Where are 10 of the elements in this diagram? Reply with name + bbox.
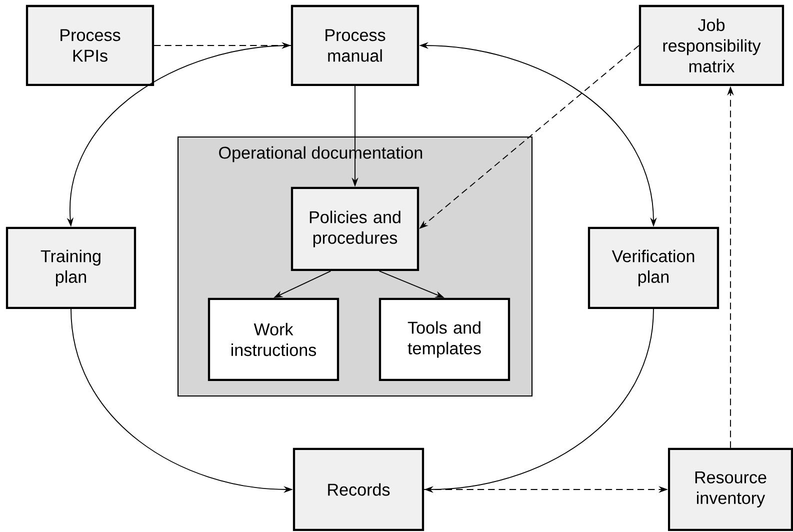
process-box: Records: [292, 448, 424, 532]
process-box: Resource inventory: [668, 448, 793, 532]
process-box: Job responsibility matrix: [638, 4, 784, 86]
process-box: Process manual: [290, 4, 420, 86]
process-box: Policies and procedures: [290, 186, 420, 272]
process-box: Training plan: [6, 226, 136, 310]
process-box: Verification plan: [588, 226, 720, 310]
document-box: Tools and templates: [378, 298, 510, 382]
process-box: Process KPIs: [26, 4, 154, 86]
document-box: Work instructions: [208, 298, 340, 382]
